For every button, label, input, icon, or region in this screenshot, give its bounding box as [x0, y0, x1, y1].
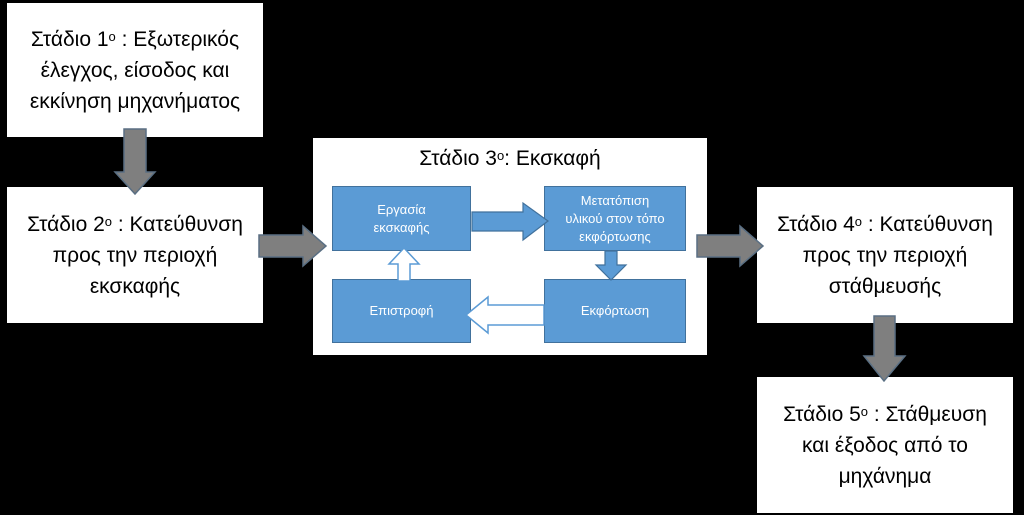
stage-2-line-2: προς την περιοχή — [52, 243, 218, 267]
stage-2-box: Στάδιο 2ο : Κατεύθυνση προς την περιοχή … — [7, 187, 263, 323]
step-relocation-line-3: εκφόρτωσης — [579, 228, 651, 244]
step-return-line-1: Επιστροφή — [369, 303, 434, 318]
stage-4-line-2: προς την περιοχή — [802, 243, 968, 267]
stage-2-line-1: Στάδιο 2ο : Κατεύθυνση — [27, 212, 243, 236]
stage-1-line-2: έλεγχος, είσοδος και — [40, 58, 230, 82]
arrow-stage4-to-stage5 — [862, 315, 907, 383]
stage-1-line-1: Στάδιο 1ο : Εξωτερικός — [30, 27, 240, 51]
stage-1-box: Στάδιο 1ο : Εξωτερικός έλεγχος, είσοδος … — [7, 3, 263, 137]
step-relocation-line-1: Μετατόπιση — [580, 192, 650, 208]
step-relocation-line-2: υλικού στον τόπο — [565, 210, 665, 226]
stage-2-line-3: εκσκαφής — [89, 274, 181, 298]
step-unloading: Εκφόρτωση — [544, 279, 686, 343]
stage-5-line-3: μηχάνημα — [838, 464, 932, 488]
stage-3-title: Στάδιο 3ο: Εκσκαφή — [419, 147, 601, 170]
stage-5-line-1: Στάδιο 5ο : Στάθμευση — [783, 402, 987, 426]
stage-4-line-3: στάθμευσής — [828, 274, 942, 298]
stage-4-line-1: Στάδιο 4ο : Κατεύθυνση — [777, 212, 993, 236]
stage-5-box: Στάδιο 5ο : Στάθμευση και έξοδος από το … — [757, 377, 1013, 513]
step-excavation-work-line-2: εκσκαφής — [373, 219, 430, 235]
stage-5-line-2: και έξοδος από το — [802, 433, 968, 457]
step-return: Επιστροφή — [332, 279, 471, 343]
step-excavation-work-line-1: Εργασία — [377, 201, 426, 217]
step-relocation: Μετατόπιση υλικού στον τόπο εκφόρτωσης — [544, 186, 686, 251]
stage-4-box: Στάδιο 4ο : Κατεύθυνση προς την περιοχή … — [757, 187, 1013, 323]
step-excavation-work: Εργασία εκσκαφής — [332, 186, 471, 251]
stage-1-line-3: εκκίνηση μηχανήματος — [29, 89, 241, 113]
arrow-stage1-to-stage2 — [113, 128, 157, 196]
step-unloading-line-1: Εκφόρτωση — [580, 303, 650, 318]
